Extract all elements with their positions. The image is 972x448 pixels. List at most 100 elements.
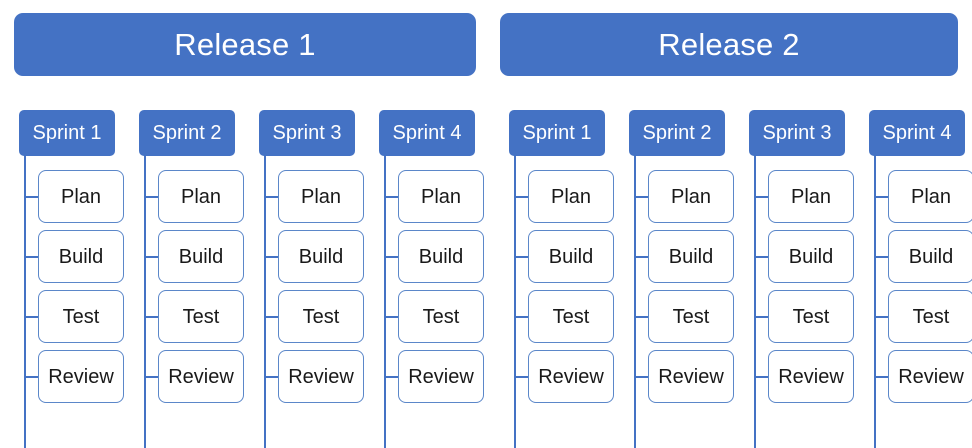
phase-label: Build [418,245,464,268]
connector-branch-line [384,316,400,318]
connector-branch-line [384,196,400,198]
phase-box[interactable]: Review [888,350,972,403]
phase-box[interactable]: Review [398,350,484,403]
connector-branch-line [384,256,400,258]
connector-branch-line [634,256,650,258]
connector-branch-line [264,316,280,318]
sprint-label: Sprint 1 [32,122,102,144]
connector-branch-line [264,256,280,258]
phase-box[interactable]: Build [38,230,124,283]
sprint-label: Sprint 1 [522,122,592,144]
sprint-header[interactable]: Sprint 1 [19,110,115,156]
sprint-header[interactable]: Sprint 2 [139,110,235,156]
phase-label: Test [422,305,460,328]
phase-label: Review [168,365,234,388]
phase-label: Test [912,305,950,328]
connector-branch-line [874,376,890,378]
phase-label: Test [792,305,830,328]
phase-label: Review [898,365,964,388]
connector-trunk-line [754,156,756,448]
connector-trunk-line [264,156,266,448]
connector-branch-line [144,196,160,198]
phase-label: Build [908,245,954,268]
phase-box[interactable]: Plan [768,170,854,223]
connector-trunk-line [384,156,386,448]
sprint-label: Sprint 2 [642,122,712,144]
phase-box[interactable]: Review [278,350,364,403]
sprint-label: Sprint 2 [152,122,222,144]
phase-label: Plan [550,185,592,208]
phase-box[interactable]: Test [648,290,734,343]
connector-branch-line [874,316,890,318]
connector-branch-line [144,316,160,318]
phase-box[interactable]: Review [768,350,854,403]
phase-box[interactable]: Review [528,350,614,403]
release-band-1[interactable]: Release 1 [14,13,476,76]
sprint-header[interactable]: Sprint 2 [629,110,725,156]
phase-label: Test [62,305,100,328]
connector-branch-line [874,196,890,198]
sprint-header[interactable]: Sprint 4 [379,110,475,156]
connector-branch-line [24,256,40,258]
phase-label: Test [302,305,340,328]
phase-box[interactable]: Plan [158,170,244,223]
phase-box[interactable]: Test [38,290,124,343]
connector-branch-line [144,256,160,258]
sprint-label: Sprint 3 [272,122,342,144]
connector-branch-line [634,316,650,318]
phase-box[interactable]: Build [278,230,364,283]
phase-box[interactable]: Plan [38,170,124,223]
phase-label: Test [552,305,590,328]
phase-box[interactable]: Test [278,290,364,343]
phase-box[interactable]: Build [528,230,614,283]
phase-box[interactable]: Build [768,230,854,283]
phase-label: Test [182,305,220,328]
phase-label: Plan [790,185,832,208]
phase-label: Build [298,245,344,268]
phase-box[interactable]: Review [158,350,244,403]
phase-box[interactable]: Test [158,290,244,343]
connector-branch-line [514,376,530,378]
phase-box[interactable]: Plan [528,170,614,223]
phase-label: Review [408,365,474,388]
sprint-header[interactable]: Sprint 3 [259,110,355,156]
phase-box[interactable]: Plan [398,170,484,223]
connector-branch-line [24,196,40,198]
connector-branch-line [634,376,650,378]
phase-box[interactable]: Plan [648,170,734,223]
phase-label: Build [548,245,594,268]
connector-branch-line [514,316,530,318]
connector-branch-line [754,196,770,198]
phase-label: Plan [910,185,952,208]
connector-trunk-line [514,156,516,448]
connector-branch-line [264,196,280,198]
sprint-header[interactable]: Sprint 1 [509,110,605,156]
phase-label: Review [48,365,114,388]
phase-label: Build [58,245,104,268]
phase-box[interactable]: Test [768,290,854,343]
sprint-label: Sprint 3 [762,122,832,144]
connector-branch-line [754,376,770,378]
phase-label: Review [288,365,354,388]
phase-box[interactable]: Build [648,230,734,283]
phase-box[interactable]: Test [888,290,972,343]
release-band-2[interactable]: Release 2 [500,13,958,76]
phase-box[interactable]: Plan [888,170,972,223]
phase-box[interactable]: Test [528,290,614,343]
sprint-header[interactable]: Sprint 3 [749,110,845,156]
phase-box[interactable]: Build [158,230,244,283]
sprint-header[interactable]: Sprint 4 [869,110,965,156]
phase-box[interactable]: Plan [278,170,364,223]
connector-branch-line [514,196,530,198]
phase-box[interactable]: Review [648,350,734,403]
phase-box[interactable]: Review [38,350,124,403]
phase-box[interactable]: Build [398,230,484,283]
phase-box[interactable]: Test [398,290,484,343]
phase-box[interactable]: Build [888,230,972,283]
sprint-label: Sprint 4 [392,122,462,144]
phase-label: Plan [180,185,222,208]
phase-label: Review [538,365,604,388]
connector-trunk-line [24,156,26,448]
phase-label: Build [668,245,714,268]
